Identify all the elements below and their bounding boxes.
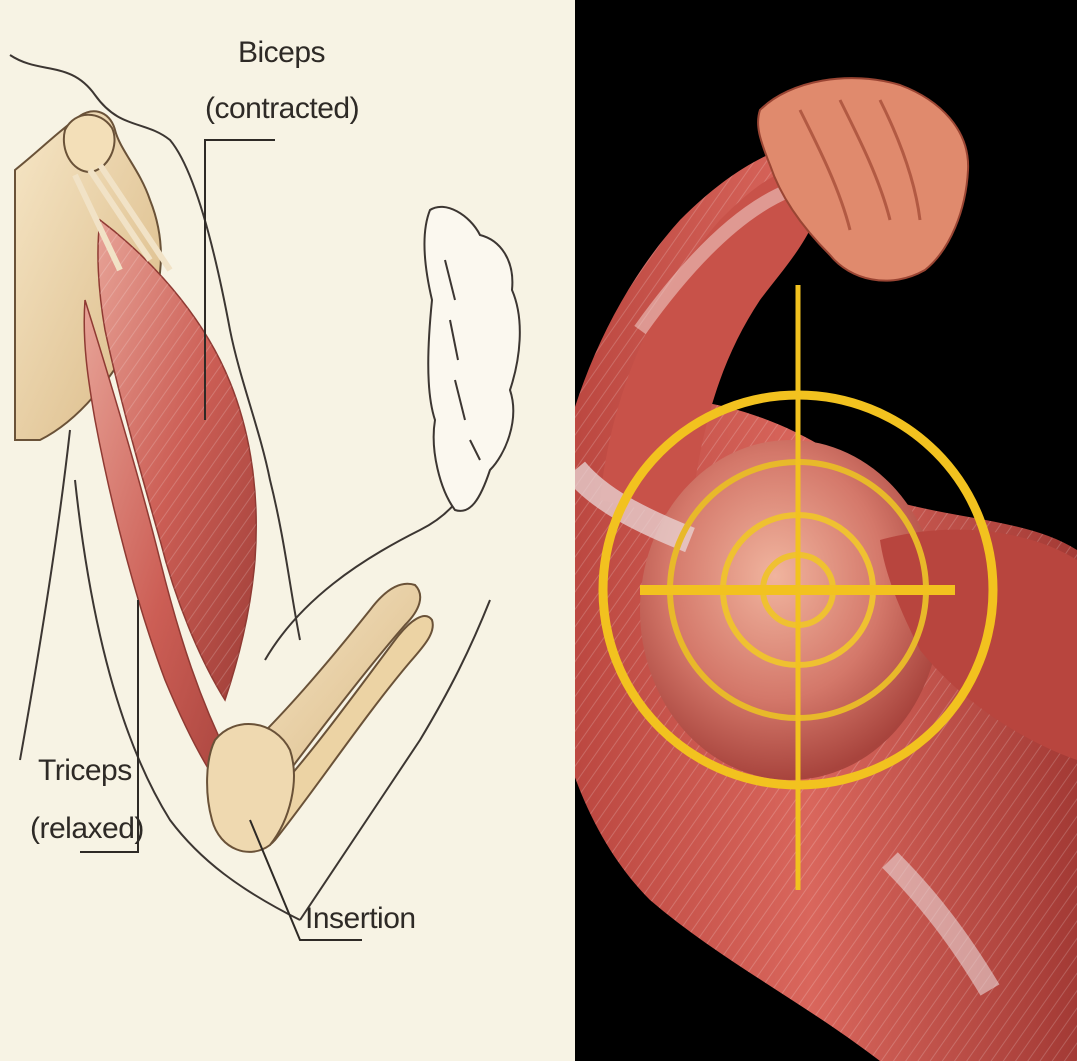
biceps-label: Biceps	[238, 36, 325, 69]
right-flexed-arm-illustration	[545, 0, 1077, 1061]
humerus-head	[64, 115, 115, 172]
biceps-state-label: (contracted)	[205, 92, 359, 125]
left-anatomy-diagram: Biceps (contracted) Triceps (relaxed) In…	[0, 0, 578, 1061]
insertion-label: Insertion	[305, 902, 416, 935]
triceps-label: Triceps	[38, 754, 132, 787]
triceps-state-label: (relaxed)	[30, 812, 144, 845]
biceps-bulge	[640, 440, 940, 780]
